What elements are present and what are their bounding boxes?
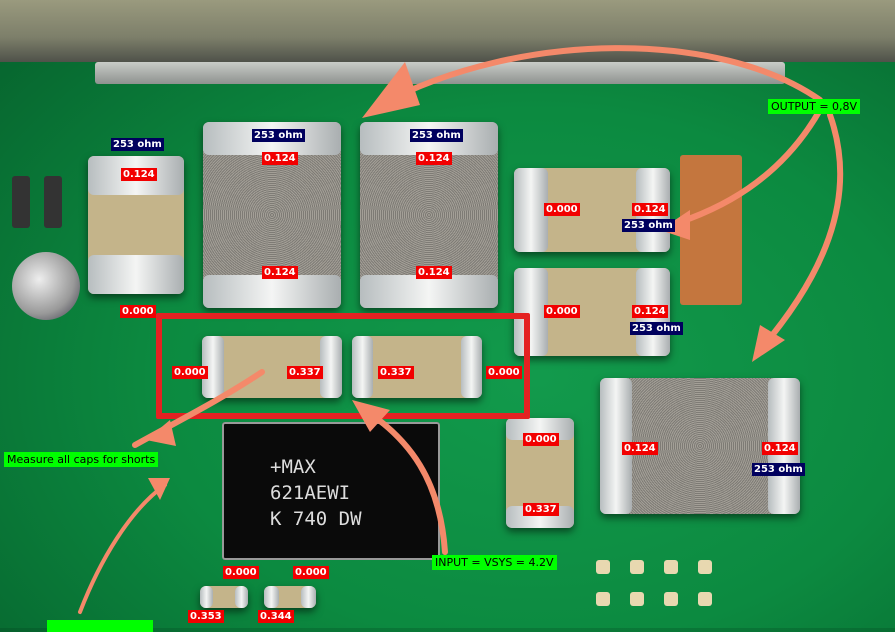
via-pad: [12, 252, 80, 320]
capacitor: [88, 156, 184, 294]
voltage-label: 0.124: [416, 152, 452, 165]
pad: [664, 560, 678, 574]
arrow-output-to-top: [377, 45, 823, 108]
pad: [698, 560, 712, 574]
output-annotation: OUTPUT = 0,8V: [768, 99, 861, 114]
voltage-label: 0.000: [223, 566, 259, 579]
arrow-output-to-inductor: [757, 112, 844, 353]
voltage-label: 0.000: [544, 305, 580, 318]
chip-marking-line: +MAX: [270, 456, 316, 478]
voltage-label: 0.124: [262, 266, 298, 279]
voltage-label: 0.124: [416, 266, 452, 279]
small-component: [44, 176, 62, 228]
capacitor: [352, 336, 482, 398]
voltage-label: 0.337: [378, 366, 414, 379]
shield-edge: [95, 62, 785, 84]
voltage-label: 0.124: [632, 305, 668, 318]
voltage-label: 0.124: [622, 442, 658, 455]
pad: [596, 592, 610, 606]
voltage-label: 0.124: [262, 152, 298, 165]
pad: [698, 592, 712, 606]
metal-shield: [0, 0, 895, 62]
arrow-output-to-cap: [665, 107, 823, 229]
pad: [630, 560, 644, 574]
arrow-input: [362, 407, 448, 555]
resistance-label: 253 ohm: [410, 129, 463, 142]
voltage-label: 0.337: [523, 503, 559, 516]
resistance-label: 253 ohm: [630, 322, 683, 335]
resistor: [200, 586, 248, 608]
voltage-label: 0.124: [121, 168, 157, 181]
resistor: [264, 586, 316, 608]
cropped-annotation: [47, 620, 153, 632]
input-annotation: INPUT = VSYS = 4.2V: [432, 555, 557, 570]
voltage-label: 0.000: [120, 305, 156, 318]
voltage-label: 0.124: [632, 203, 668, 216]
copper-pad: [680, 155, 742, 305]
voltage-label: 0.344: [258, 610, 294, 623]
voltage-label: 0.124: [762, 442, 798, 455]
pad: [664, 592, 678, 606]
measure-annotation: Measure all caps for shorts: [4, 452, 159, 467]
voltage-label: 0.337: [287, 366, 323, 379]
arrow-measure-2: [78, 483, 167, 614]
voltage-label: 0.000: [523, 433, 559, 446]
resistance-label: 253 ohm: [252, 129, 305, 142]
resistance-label: 253 ohm: [111, 138, 164, 151]
voltage-label: 0.000: [544, 203, 580, 216]
voltage-label: 0.000: [486, 366, 522, 379]
chip-marking-line: 621AEWI: [270, 482, 351, 504]
highlight-box: [156, 313, 530, 419]
small-component: [12, 176, 30, 228]
pad: [630, 592, 644, 606]
resistance-label: 253 ohm: [752, 463, 805, 476]
pad: [596, 560, 610, 574]
resistance-label: 253 ohm: [622, 219, 675, 232]
chip-marking-line: K 740 DW: [270, 508, 362, 530]
voltage-label: 0.000: [293, 566, 329, 579]
voltage-label: 0.353: [188, 610, 224, 623]
voltage-label: 0.000: [172, 366, 208, 379]
